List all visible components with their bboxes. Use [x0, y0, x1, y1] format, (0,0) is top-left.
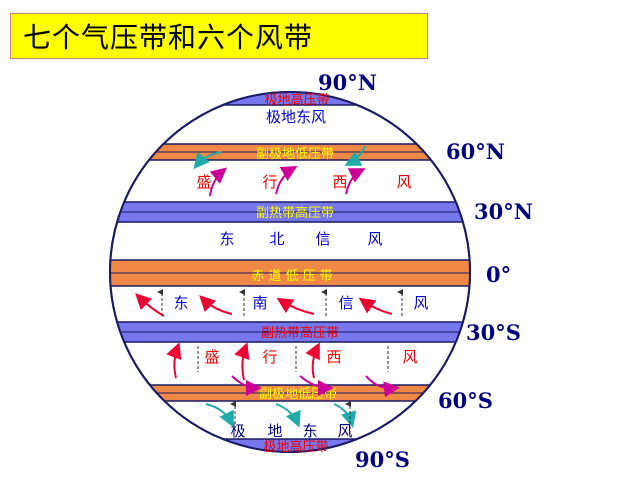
- wind-arrow-red-5: [166, 342, 182, 379]
- label-south-westerlies-0: 盛: [204, 348, 219, 366]
- wind-arrow-mag-1: [209, 167, 228, 197]
- wind-arrow-mag-5: [299, 375, 334, 396]
- label-north-westerlies-3: 风: [396, 173, 411, 191]
- label-north-subpolar-low: 副极地低压带: [256, 147, 334, 162]
- label-south-polar-easterlies-0: 极: [230, 422, 245, 440]
- label-north-polar-easterlies: 极地东风: [266, 108, 326, 126]
- label-north-westerlies-1: 行: [262, 173, 277, 191]
- wind-arrow-mag-2: [275, 166, 298, 195]
- label-ne-trades-1: 北: [269, 230, 284, 248]
- label-north-subtropical-high: 副热带高压带: [256, 205, 334, 221]
- label-south-polar-easterlies-1: 地: [267, 422, 282, 440]
- label-north-polar-high: 极地高压带: [264, 92, 329, 108]
- label-south-westerlies-2: 西: [326, 348, 341, 366]
- wind-arrow-mag-3: [345, 168, 366, 195]
- wind-arrow-teal-5: [333, 403, 357, 428]
- lat-0: 0°: [486, 262, 511, 287]
- wind-arrow-red-7: [305, 342, 320, 379]
- label-se-trades-2: 信: [338, 294, 353, 312]
- label-ne-trades-2: 信: [315, 230, 330, 248]
- lat-90n: 90°N: [318, 70, 377, 95]
- wind-arrow-red-2: [199, 295, 233, 315]
- page-title: 七个气压带和六个风带: [23, 21, 314, 54]
- label-north-westerlies-2: 西: [332, 173, 347, 191]
- label-south-subpolar-low: 副极地低压带: [259, 387, 337, 402]
- wind-arrow-teal-4: [275, 403, 301, 428]
- label-north-westerlies-0: 盛: [196, 173, 211, 191]
- wind-arrow-teal-3: [205, 403, 234, 428]
- label-south-polar-high: 极地高压带: [263, 439, 328, 455]
- label-se-trades-1: 南: [252, 294, 267, 312]
- label-ne-trades-0: 东: [219, 230, 234, 248]
- label-equatorial-low: 赤 道 低 压 带: [251, 269, 333, 284]
- lat-60n: 60°N: [446, 139, 505, 164]
- lat-90s: 90°S: [355, 447, 410, 472]
- label-south-subtropical-high: 副热带高压带: [261, 325, 339, 341]
- wind-arrow-red-6: [234, 342, 250, 381]
- label-south-polar-easterlies-2: 东: [302, 422, 317, 440]
- label-se-trades-0: 东: [173, 294, 188, 312]
- label-ne-trades-3: 风: [367, 230, 382, 248]
- label-se-trades-3: 风: [413, 294, 428, 312]
- wind-arrow-red-4: [358, 297, 393, 315]
- wind-arrow-teal-1: [193, 151, 223, 170]
- wind-arrow-mag-4: [231, 375, 262, 396]
- label-south-westerlies-1: 行: [262, 348, 277, 366]
- label-south-westerlies-3: 风: [402, 348, 417, 366]
- wind-arrow-red-3: [276, 297, 315, 315]
- lat-60s: 60°S: [438, 388, 493, 413]
- wind-arrow-teal-2: [344, 145, 366, 166]
- lat-30n: 30°N: [474, 199, 533, 224]
- title-box: 七个气压带和六个风带: [10, 13, 428, 59]
- wind-arrow-mag-6: [365, 375, 400, 398]
- lat-30s: 30°S: [466, 320, 521, 345]
